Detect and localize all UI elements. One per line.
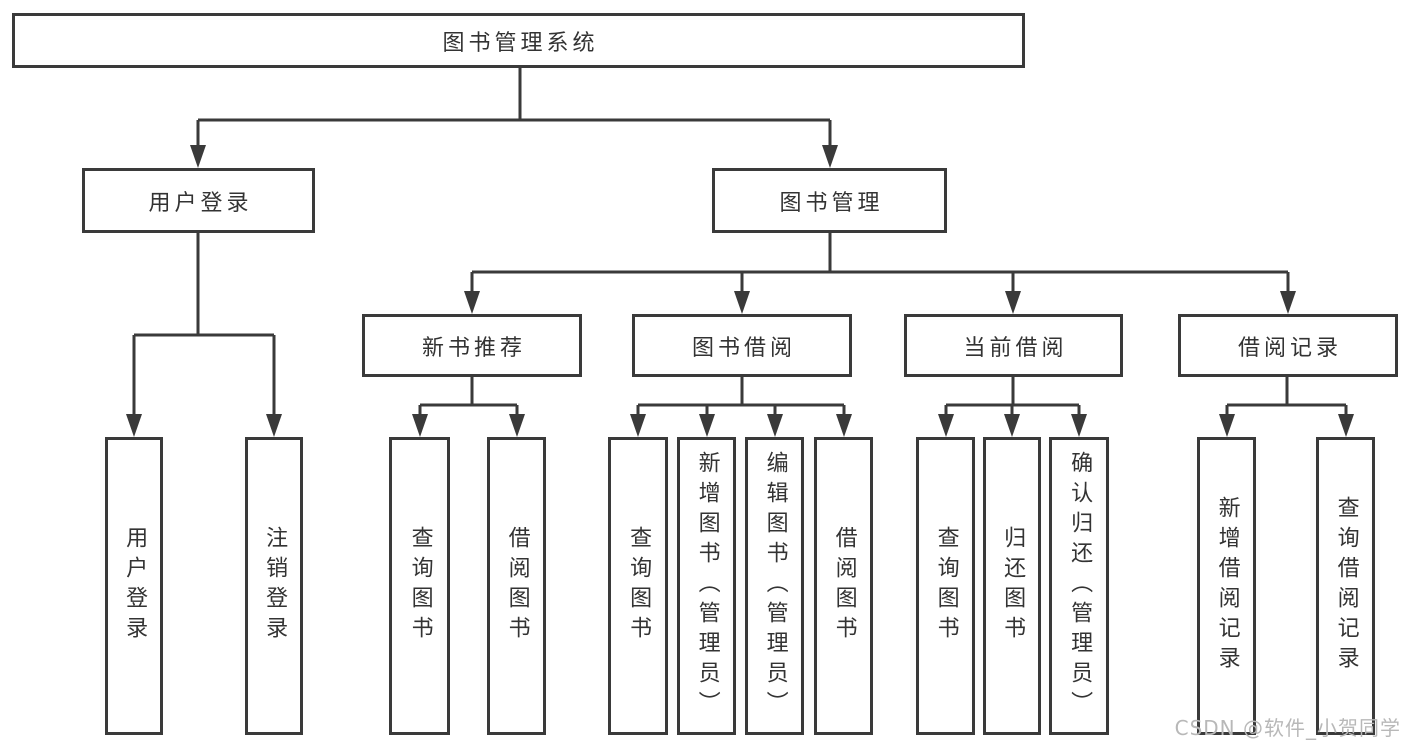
leaf-query-books-newbook-label: 查询图书: [407, 526, 433, 646]
node-book-borrow: 图书借阅: [632, 314, 852, 377]
leaf-add-books-admin: 新增图书（管理员）: [677, 437, 736, 735]
leaf-borrow-books-label: 借阅图书: [831, 526, 857, 646]
leaf-query-books-current: 查询图书: [916, 437, 975, 735]
node-borrow-record: 借阅记录: [1178, 314, 1398, 377]
connector-bookborrow-branch: [630, 377, 852, 437]
leaf-query-books-newbook: 查询图书: [389, 437, 450, 735]
leaf-query-books-borrow-label: 查询图书: [626, 526, 652, 646]
node-library-system: 图书管理系统: [12, 13, 1025, 68]
leaf-add-borrow-record-label: 新增借阅记录: [1214, 496, 1240, 676]
connector-root-to-level2: [190, 68, 838, 168]
node-user-login: 用户登录: [82, 168, 315, 233]
leaf-query-borrow-record-label: 查询借阅记录: [1333, 496, 1359, 676]
leaf-logout: 注销登录: [245, 437, 303, 735]
leaf-edit-books-admin: 编辑图书（管理员）: [745, 437, 804, 735]
leaf-confirm-return-admin-label: 确认归还（管理员）: [1067, 451, 1093, 721]
connector-borrowrecord-branch: [1219, 377, 1354, 437]
leaf-edit-books-admin-label: 编辑图书（管理员）: [762, 451, 788, 721]
node-book-management: 图书管理: [712, 168, 947, 233]
leaf-query-books-borrow: 查询图书: [608, 437, 668, 735]
leaf-confirm-return-admin: 确认归还（管理员）: [1049, 437, 1109, 735]
node-current-borrow: 当前借阅: [904, 314, 1123, 377]
leaf-add-borrow-record: 新增借阅记录: [1197, 437, 1256, 735]
leaf-borrow-books: 借阅图书: [814, 437, 873, 735]
leaf-logout-label: 注销登录: [262, 526, 288, 646]
leaf-return-books-label: 归还图书: [1000, 526, 1026, 646]
leaf-query-borrow-record: 查询借阅记录: [1316, 437, 1375, 735]
connector-newbook-branch: [412, 377, 525, 437]
leaf-user-login-label: 用户登录: [122, 526, 148, 646]
leaf-return-books: 归还图书: [983, 437, 1041, 735]
leaf-borrow-books-newbook: 借阅图书: [487, 437, 546, 735]
leaf-add-books-admin-label: 新增图书（管理员）: [694, 451, 720, 721]
leaf-user-login: 用户登录: [105, 437, 163, 735]
leaf-query-books-current-label: 查询图书: [933, 526, 959, 646]
connector-bookmgmt-to-level3: [464, 233, 1296, 314]
connector-login-branch: [126, 233, 282, 437]
leaf-borrow-books-newbook-label: 借阅图书: [504, 526, 530, 646]
connector-currentborrow-branch: [938, 377, 1087, 437]
node-new-book-recommend: 新书推荐: [362, 314, 582, 377]
